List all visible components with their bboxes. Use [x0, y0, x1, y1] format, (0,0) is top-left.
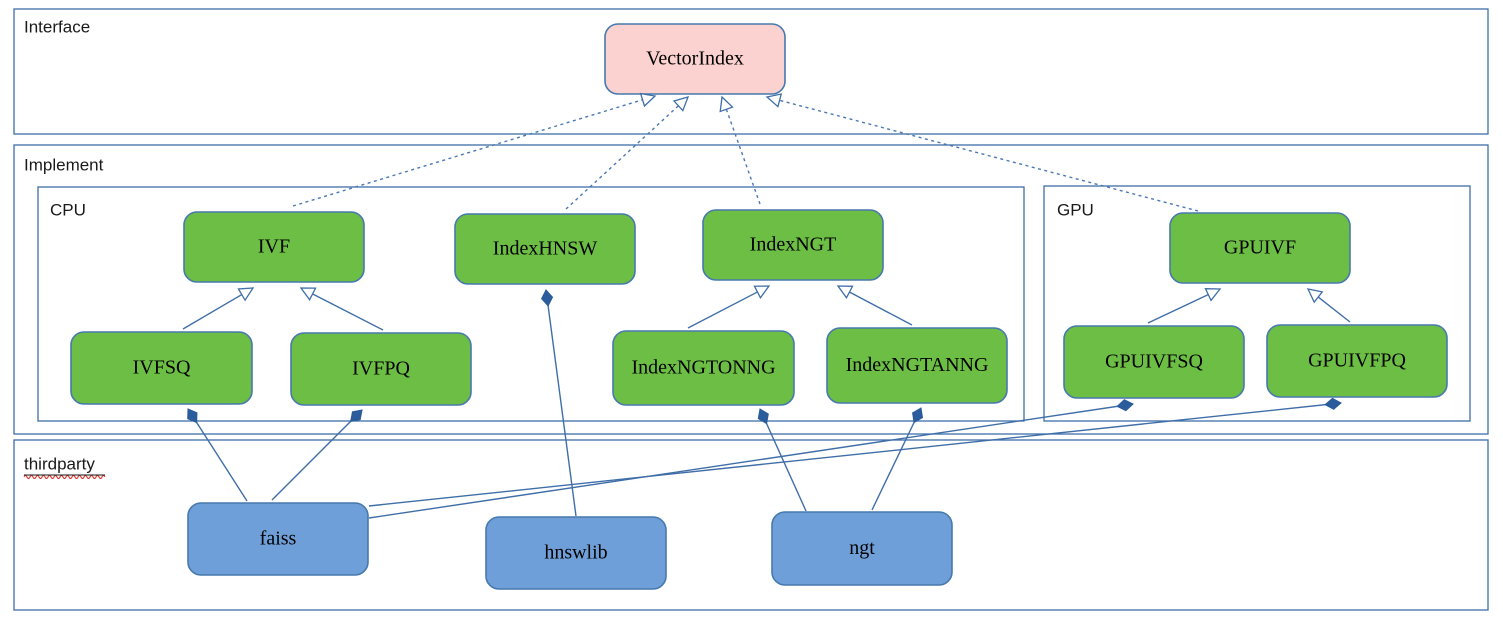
arrowhead-ivfsq-to-ivf — [237, 287, 255, 302]
node-label-vectorindex: VectorIndex — [646, 48, 744, 70]
class-node-ivfpq[interactable]: IVFPQ — [290, 332, 472, 406]
node-box-ivfpq[interactable] — [290, 332, 472, 406]
node-label-gpuivfpq: GPUIVFPQ — [1308, 350, 1406, 372]
node-label-hnswlib: hnswlib — [544, 542, 607, 564]
group-label-implement: Implement — [24, 155, 104, 174]
edge-hnswlib-to-indexhnsw — [545, 289, 577, 517]
node-box-indexhnsw[interactable] — [454, 213, 636, 285]
arrowhead-indexngt-to-vectorindex — [719, 95, 734, 113]
edge-faiss-to-gpuivfsq — [368, 403, 1134, 519]
edge-gpuivfsq-to-gpuivf — [1147, 293, 1211, 324]
edge-decorations-layer — [187, 92, 1342, 425]
class-node-gpuivfpq[interactable]: GPUIVFPQ — [1266, 324, 1448, 398]
class-node-hnswlib[interactable]: hnswlib — [485, 516, 667, 590]
node-box-ivfsq[interactable] — [70, 331, 253, 405]
arrowhead-ngt-to-indexngtanng — [912, 407, 924, 424]
edge-indexngtanng-to-indexngt — [847, 290, 913, 326]
node-box-indexngt[interactable] — [702, 209, 884, 281]
relationships-layer — [182, 98, 1351, 519]
node-label-ivf: IVF — [258, 236, 290, 258]
class-node-ivfsq[interactable]: IVFSQ — [70, 331, 253, 405]
node-box-indexngtonng[interactable] — [612, 330, 795, 406]
node-label-indexhnsw: IndexHNSW — [493, 238, 598, 260]
class-node-vectorindex[interactable]: VectorIndex — [604, 23, 786, 95]
edge-faiss-to-ivfpq — [271, 409, 363, 501]
arrowhead-gpuivf-to-vectorindex — [765, 93, 783, 108]
node-box-vectorindex[interactable] — [604, 23, 786, 95]
node-box-gpuivf[interactable] — [1169, 212, 1351, 284]
class-node-faiss[interactable]: faiss — [187, 502, 369, 576]
arrowhead-indexhnsw-to-vectorindex — [672, 96, 690, 112]
node-label-indexngtanng: IndexNGTANNG — [846, 354, 989, 376]
edge-gpuivf-to-vectorindex — [777, 99, 1199, 212]
group-label-cpu: CPU — [50, 200, 86, 219]
node-box-ngt[interactable] — [771, 511, 953, 586]
arrowhead-faiss-to-ivfsq — [187, 408, 198, 424]
class-node-indexngt[interactable]: IndexNGT — [702, 209, 884, 281]
node-box-faiss[interactable] — [187, 502, 369, 576]
node-label-ngt: ngt — [849, 537, 875, 559]
node-box-indexngtanng[interactable] — [826, 327, 1008, 404]
node-label-indexngt: IndexNGT — [750, 234, 837, 256]
arrowhead-ngt-to-indexngtonng — [757, 408, 769, 425]
edge-ngt-to-indexngtonng — [759, 408, 807, 512]
edge-gpuivfpq-to-gpuivf — [1316, 295, 1351, 323]
class-node-indexngtanng[interactable]: IndexNGTANNG — [826, 327, 1008, 404]
class-node-gpuivfsq[interactable]: GPUIVFSQ — [1063, 325, 1245, 399]
edge-indexngt-to-vectorindex — [725, 107, 761, 205]
edge-ivf-to-vectorindex — [292, 98, 645, 207]
arrowhead-faiss-to-gpuivfpq — [1324, 397, 1342, 410]
class-node-indexngtonng[interactable]: IndexNGTONNG — [612, 330, 795, 406]
group-label-thirdparty: thirdparty — [24, 454, 95, 473]
arrowhead-indexngtonng-to-indexngt — [753, 285, 771, 299]
node-label-indexngtonng: IndexNGTONNG — [631, 357, 775, 379]
edge-ngt-to-indexngtanng — [871, 407, 922, 511]
node-box-gpuivfsq[interactable] — [1063, 325, 1245, 399]
arrowhead-ivf-to-vectorindex — [639, 92, 657, 108]
arrowhead-gpuivfsq-to-gpuivf — [1204, 287, 1222, 302]
node-box-gpuivfpq[interactable] — [1266, 324, 1448, 398]
edge-faiss-to-gpuivfpq — [368, 402, 1342, 507]
group-label-interface: Interface — [24, 17, 90, 36]
edge-ivfsq-to-ivf — [182, 292, 244, 330]
node-label-gpuivf: GPUIVF — [1224, 237, 1296, 259]
node-box-hnswlib[interactable] — [485, 516, 667, 590]
arrowhead-faiss-to-ivfpq — [350, 409, 363, 422]
class-node-ivf[interactable]: IVF — [183, 211, 365, 283]
arrowhead-faiss-to-gpuivfsq — [1116, 399, 1134, 412]
group-label-gpu: GPU — [1057, 200, 1094, 219]
arrowhead-gpuivfpq-to-gpuivf — [1306, 288, 1324, 304]
edge-ivfpq-to-ivf — [310, 292, 384, 331]
edge-faiss-to-ivfsq — [187, 408, 248, 502]
arrowhead-ivfpq-to-ivf — [299, 287, 317, 301]
class-node-gpuivf[interactable]: GPUIVF — [1169, 212, 1351, 284]
class-node-ngt[interactable]: ngt — [771, 511, 953, 586]
arrowhead-hnswlib-to-indexhnsw — [540, 289, 554, 307]
arrowhead-indexngtanng-to-indexngt — [836, 285, 854, 300]
node-label-faiss: faiss — [260, 528, 297, 550]
node-label-ivfpq: IVFPQ — [352, 358, 410, 380]
class-node-indexhnsw[interactable]: IndexHNSW — [454, 213, 636, 285]
edge-indexngtonng-to-indexngt — [687, 290, 760, 329]
node-box-ivf[interactable] — [183, 211, 365, 283]
node-label-ivfsq: IVFSQ — [133, 357, 191, 379]
node-label-gpuivfsq: GPUIVFSQ — [1105, 351, 1203, 373]
